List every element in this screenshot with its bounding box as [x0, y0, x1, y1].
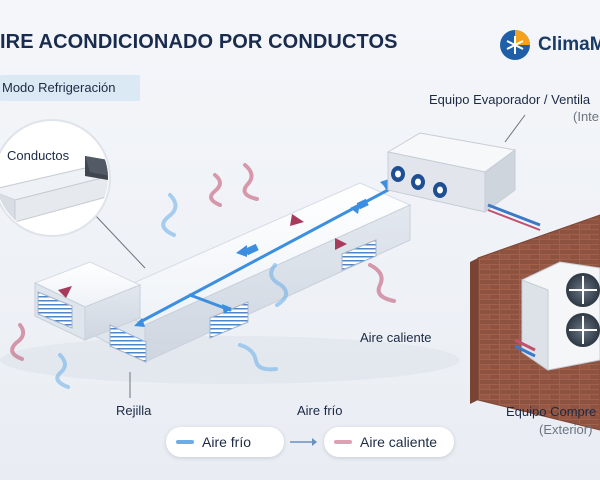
- label-rejilla: Rejilla: [116, 403, 152, 418]
- label-evaporador-sub: (Inte: [573, 109, 600, 124]
- legend-cold: Aire frío: [166, 427, 284, 457]
- grille-middle: [209, 301, 249, 339]
- snowflake-sun-icon: [500, 30, 530, 60]
- brand-logo: ClimaM: [498, 28, 600, 64]
- grille-left: [37, 291, 73, 329]
- page-title: IRE ACONDICIONADO POR CONDUCTOS: [0, 31, 398, 53]
- legend-hot: Aire caliente: [324, 427, 454, 457]
- label-conductos: Conductos: [7, 148, 70, 163]
- hot-swatch: [334, 440, 352, 444]
- label-aire-frio: Aire frío: [297, 403, 343, 418]
- mode-badge: Modo Refrigeración: [0, 75, 140, 101]
- legend-hot-label: Aire caliente: [360, 434, 438, 450]
- hot-arrows: [58, 214, 347, 298]
- legend-cold-label: Aire frío: [202, 434, 252, 450]
- cold-swatch: [176, 440, 194, 444]
- label-compresor: Equipo Compre: [506, 404, 597, 419]
- grille-right: [341, 239, 377, 271]
- grille-front: [109, 324, 147, 363]
- brand-name: ClimaM: [538, 34, 600, 55]
- air-waves: [10, 163, 396, 389]
- evaporator-unit: [386, 132, 541, 231]
- conductos-zoom: [0, 119, 111, 237]
- legend: Aire frío Aire caliente: [0, 427, 600, 459]
- compressor-unit: [514, 261, 600, 371]
- arrow-right-icon: [290, 438, 317, 446]
- label-aire-caliente: Aire caliente: [360, 330, 432, 345]
- label-evaporador: Equipo Evaporador / Ventila: [429, 92, 591, 107]
- label-compresor-sub: (Exterior): [539, 422, 593, 437]
